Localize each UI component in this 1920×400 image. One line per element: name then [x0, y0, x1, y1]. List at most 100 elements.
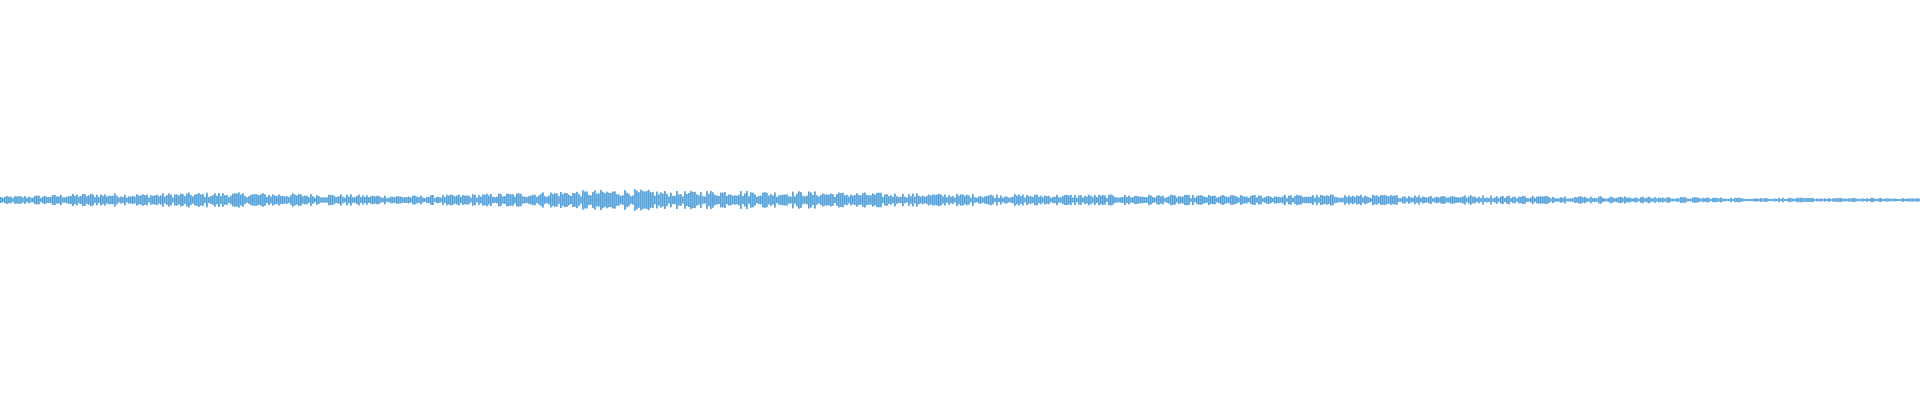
waveform-bar — [1750, 198, 1752, 202]
waveform-bar — [424, 198, 426, 202]
waveform-bar — [748, 196, 750, 204]
waveform-bar — [396, 196, 398, 204]
waveform-bar — [996, 194, 998, 206]
waveform-bar — [526, 196, 528, 204]
waveform-bar — [112, 195, 114, 205]
waveform-bar — [1650, 197, 1652, 203]
waveform-bar — [1892, 198, 1894, 202]
waveform-bar — [1396, 195, 1398, 205]
waveform-bar — [982, 197, 984, 203]
waveform-bar — [832, 194, 834, 206]
waveform-bar — [1902, 197, 1904, 203]
waveform-bar — [176, 194, 178, 206]
waveform-bar — [1074, 195, 1076, 205]
waveform-bar — [110, 195, 112, 205]
waveform-bar — [1658, 197, 1660, 203]
waveform-bar — [1558, 198, 1560, 202]
waveform-bar — [1232, 195, 1234, 205]
waveform-bar — [1236, 196, 1238, 204]
waveform-bar — [1500, 196, 1502, 204]
waveform-bar — [780, 195, 782, 205]
waveform-bar — [34, 195, 36, 205]
waveform-bar — [220, 196, 222, 204]
waveform-bar — [618, 194, 620, 206]
waveform-bar — [1250, 195, 1252, 205]
waveform-bar — [976, 197, 978, 203]
waveform-bar — [1568, 198, 1570, 202]
waveform-bar — [1430, 195, 1432, 205]
waveform-bar — [1448, 197, 1450, 203]
waveform-bar — [566, 192, 568, 208]
waveform-bar — [382, 197, 384, 203]
waveform-bar — [690, 190, 692, 210]
waveform-bar — [1728, 198, 1730, 202]
waveform-bar — [1806, 197, 1808, 203]
waveform-bar — [1646, 197, 1648, 203]
waveform-bar — [338, 196, 340, 204]
waveform-bar — [538, 195, 540, 205]
waveform-bar — [1084, 195, 1086, 205]
waveform-bar — [1426, 197, 1428, 203]
waveform-bar — [890, 195, 892, 205]
waveform-bar — [1818, 198, 1820, 202]
waveform-bar — [1916, 198, 1918, 202]
waveform-bar — [570, 195, 572, 205]
waveform-bar — [1604, 198, 1606, 202]
waveform-bar — [660, 192, 662, 208]
waveform-bar — [504, 196, 506, 204]
waveform-bar — [1116, 197, 1118, 203]
waveform-bar — [128, 196, 130, 204]
waveform-bar — [1736, 198, 1738, 202]
waveform-bar — [1418, 195, 1420, 205]
waveform-bar — [1778, 197, 1780, 203]
waveform-bar — [1478, 196, 1480, 204]
waveform-bar — [1304, 196, 1306, 204]
waveform-bar — [1098, 194, 1100, 206]
waveform-bar — [754, 194, 756, 206]
waveform-bar — [290, 195, 292, 205]
waveform-bar — [1846, 198, 1848, 202]
waveform-bar — [688, 192, 690, 208]
waveform-bar — [708, 193, 710, 207]
waveform-bar — [848, 196, 850, 204]
waveform-bar — [1354, 197, 1356, 203]
waveform-bar — [1714, 197, 1716, 203]
waveform-bar — [14, 196, 16, 204]
waveform-bar — [692, 191, 694, 209]
waveform-bar — [608, 192, 610, 208]
waveform-bar — [226, 195, 228, 205]
waveform-bar — [1282, 196, 1284, 204]
waveform-bar — [166, 195, 168, 205]
waveform-bar — [464, 195, 466, 205]
waveform-bar — [1634, 197, 1636, 203]
waveform-bar — [188, 192, 190, 208]
waveform-bar — [160, 195, 162, 205]
waveform-bar — [760, 195, 762, 205]
waveform-bar — [1602, 197, 1604, 203]
waveform-bar — [1674, 198, 1676, 202]
waveform-bar — [912, 193, 914, 207]
waveform-bar — [1734, 197, 1736, 203]
waveform-bar — [1584, 196, 1586, 204]
waveform-bar — [888, 196, 890, 204]
waveform-bar — [178, 195, 180, 205]
waveform-bar — [1390, 195, 1392, 205]
waveform-bar — [1692, 197, 1694, 203]
waveform-bar — [1136, 195, 1138, 205]
waveform-bar — [138, 195, 140, 205]
waveform-bar — [1032, 196, 1034, 204]
waveform-bar — [190, 194, 192, 206]
waveform-bar — [366, 195, 368, 205]
waveform-bar — [1122, 196, 1124, 204]
waveform-bar — [492, 196, 494, 204]
waveform-bar — [58, 196, 60, 204]
waveform-bar — [1912, 198, 1914, 202]
waveform-bar — [106, 196, 108, 204]
waveform-bar — [1120, 197, 1122, 203]
waveform-bar — [36, 195, 38, 205]
waveform-bar — [804, 196, 806, 204]
waveform-bar — [1310, 196, 1312, 204]
waveform-bar — [1180, 196, 1182, 204]
